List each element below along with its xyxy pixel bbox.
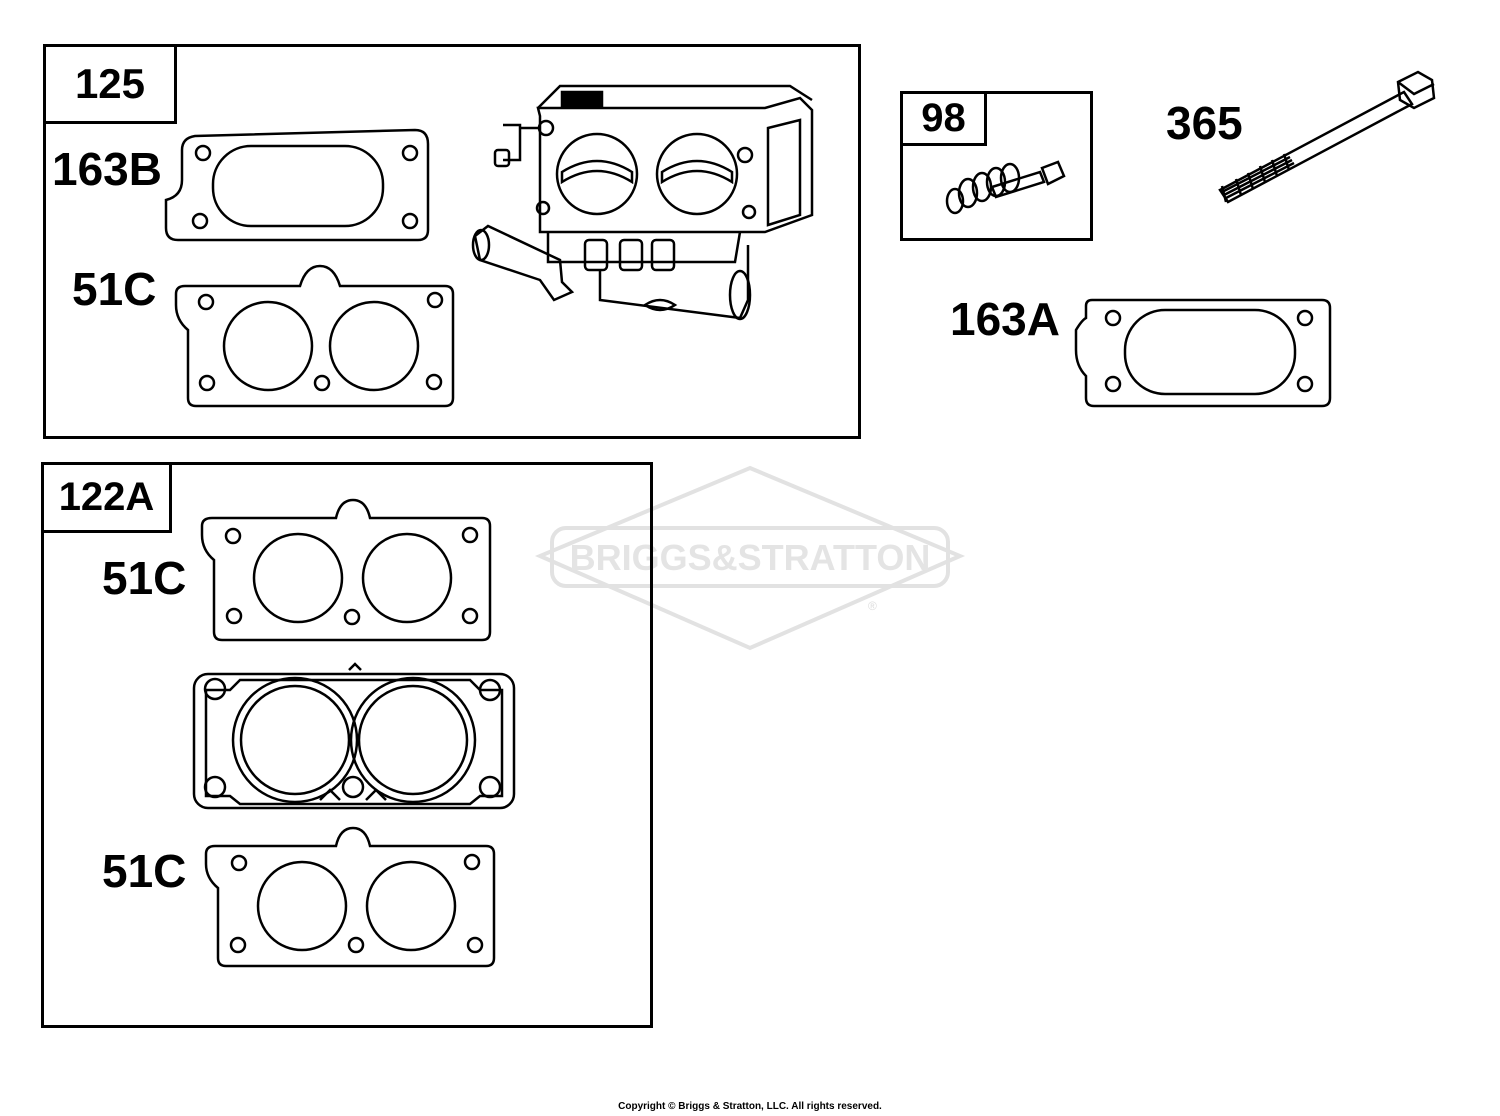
svg-text:BRIGGS&STRATTON: BRIGGS&STRATTON: [570, 537, 931, 578]
part-label-163b: 163B: [52, 143, 162, 195]
group-122a-panel: 122A: [41, 462, 653, 1028]
throttle-body-drawing: [471, 84, 814, 321]
part-label-51c-bottom: 51C: [102, 845, 187, 897]
svg-text:®: ®: [868, 599, 877, 613]
brand-watermark-logo: BRIGGS&STRATTON ®: [534, 465, 966, 651]
part-label-163a: 163A: [950, 293, 1060, 345]
gasket-51c-bottom-drawing: [204, 826, 496, 968]
group-125-panel: 125: [43, 44, 861, 439]
gasket-51c-mid-drawing: [200, 498, 492, 642]
spacer-plate-drawing: [192, 662, 516, 810]
copyright-footer: Copyright © Briggs & Stratton, LLC. All …: [618, 1101, 882, 1112]
gasket-51c-top-drawing: [174, 264, 455, 408]
gasket-163a-drawing: [1074, 298, 1332, 408]
group-125-number: 125: [46, 47, 177, 124]
gasket-163b-drawing: [164, 128, 430, 242]
group-122a-number: 122A: [44, 465, 172, 533]
part-label-365: 365: [1166, 97, 1243, 149]
bolt-365-drawing: [1218, 70, 1436, 204]
spring-screw-98-drawing: [945, 160, 1066, 215]
group-98-panel: 98: [900, 91, 1093, 241]
part-label-51c-top: 51C: [72, 263, 157, 315]
group-98-number: 98: [903, 94, 987, 146]
part-label-51c-mid: 51C: [102, 552, 187, 604]
